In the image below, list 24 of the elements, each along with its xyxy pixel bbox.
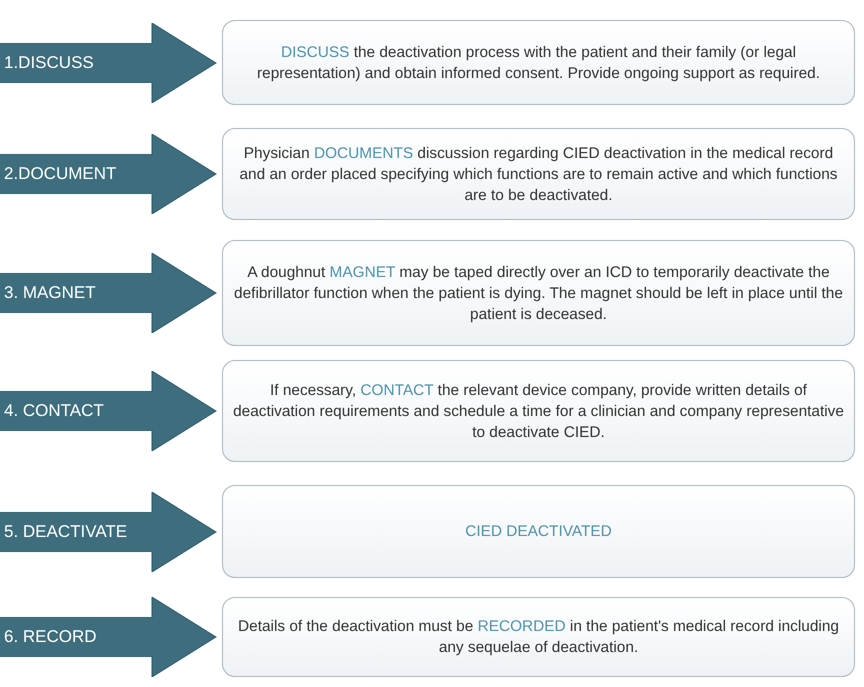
step-label: 6. RECORD <box>4 627 97 647</box>
step-description-panel <box>222 360 855 462</box>
step-description-panel <box>222 597 855 677</box>
step-description: Details of the deactivation must be RECORDED in the patient's medical record including any sequelae of deactivation. <box>237 617 840 658</box>
step-banner <box>0 253 218 333</box>
step-banner <box>0 22 218 102</box>
step-description-panel <box>222 128 855 220</box>
step-banner <box>0 597 218 677</box>
step-banner <box>0 371 218 451</box>
step-label: 3. MAGNET <box>4 283 96 303</box>
step-description-panel <box>222 485 855 578</box>
step-description: DISCUSS the deactivation process with the patient and their family (or legal representation) and obtain informed consent. Provide ongoing support as required. <box>256 42 821 84</box>
step-label: 2.DOCUMENT <box>4 164 116 184</box>
step-description: A doughnut MAGNET may be taped directly over an ICD to temporarily deactivate the defibrillator function when the patient is dying. The magnet should be left in place until the patient is deceased. <box>233 262 844 324</box>
step-description-panel <box>222 240 855 346</box>
step-description: If necessary, CONTACT the relevant device company, provide written details of deactivation requirements and schedule a time for a clinician and company representative to deactivate CIED. <box>233 380 844 442</box>
step-label: 5. DEACTIVATE <box>4 522 128 542</box>
step-label: 4. CONTACT <box>4 401 104 421</box>
step-description-panel <box>222 20 855 105</box>
step-banner <box>0 492 218 572</box>
step-description: Physician DOCUMENTS discussion regarding CIED deactivation in the medical record and an order placed specifying which functions are to remain active and which functions are to be deactivated. <box>238 144 838 206</box>
step-label: 1.DISCUSS <box>4 52 94 72</box>
step-banner <box>0 134 218 214</box>
step-description: CIED DEACTIVATED <box>465 522 612 542</box>
